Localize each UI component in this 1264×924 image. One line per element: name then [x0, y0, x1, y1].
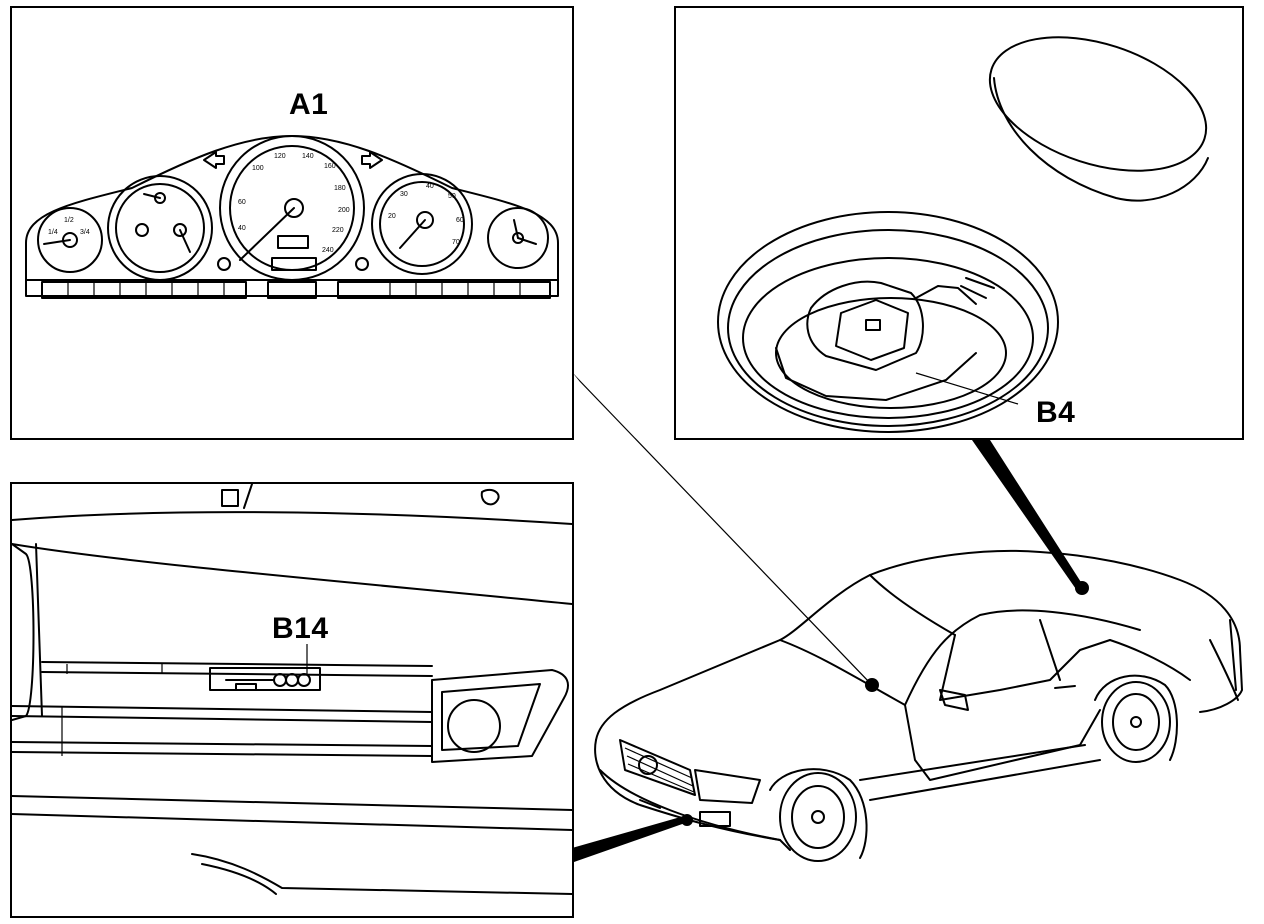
panel-instrument-cluster: A1 1/4 1/2 3/4 100 120 140 160 180 200 220 240 6… — [10, 6, 574, 440]
panel-sensor-b14: B14 — [10, 482, 574, 918]
callout-a1: A1 — [289, 88, 329, 121]
svg-text:3/4: 3/4 — [80, 229, 90, 236]
leader-a1 — [572, 372, 872, 686]
svg-text:60: 60 — [456, 217, 464, 224]
bumper-drawing — [12, 484, 572, 895]
marker-b4 — [1075, 581, 1089, 595]
svg-text:20: 20 — [388, 213, 396, 220]
svg-text:1/4: 1/4 — [48, 229, 58, 236]
svg-text:40: 40 — [238, 225, 246, 232]
callout-b14: B14 — [272, 612, 329, 645]
svg-text:240: 240 — [322, 247, 334, 254]
car-illustration — [594, 549, 1243, 862]
svg-text:140: 140 — [302, 153, 314, 160]
cluster-drawing: 1/4 1/2 3/4 100 120 140 160 180 200 220 240 60 40… — [25, 135, 559, 299]
svg-text:120: 120 — [274, 153, 286, 160]
panel-sensor-b4: B4 — [674, 6, 1244, 440]
leader-b4 — [972, 440, 1086, 592]
svg-text:160: 160 — [324, 163, 336, 170]
svg-text:50: 50 — [448, 193, 456, 200]
svg-text:100: 100 — [252, 165, 264, 172]
svg-text:220: 220 — [332, 227, 344, 234]
sensor-drawing — [717, 36, 1209, 433]
svg-text:70: 70 — [452, 239, 460, 246]
callout-b4: B4 — [1036, 396, 1076, 429]
svg-text:1/2: 1/2 — [64, 217, 74, 224]
svg-text:180: 180 — [334, 185, 346, 192]
leader-b14 — [572, 816, 688, 862]
svg-text:60: 60 — [238, 199, 246, 206]
svg-text:40: 40 — [426, 183, 434, 190]
svg-text:30: 30 — [400, 191, 408, 198]
svg-text:200: 200 — [338, 207, 350, 214]
